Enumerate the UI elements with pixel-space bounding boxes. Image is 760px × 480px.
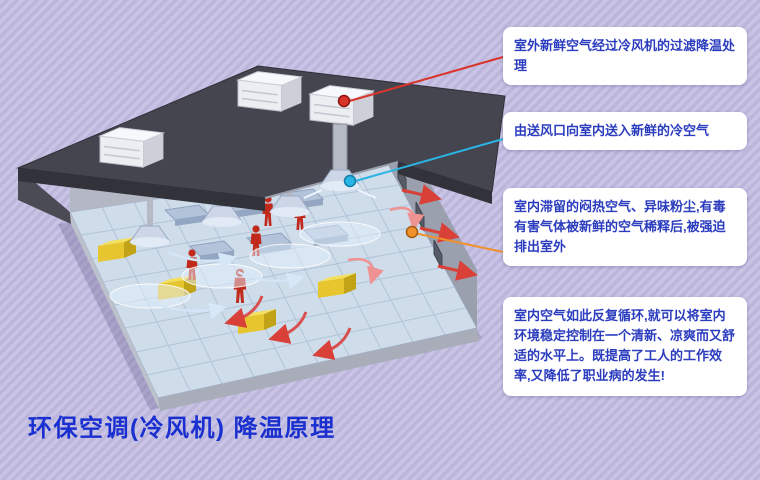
marker-dot-orange xyxy=(405,225,419,239)
ceiling-diffuser xyxy=(129,196,171,247)
leader-line-orange xyxy=(413,232,504,253)
floor-left-edge xyxy=(70,212,160,411)
callout-circulation: 室内空气如此反复循环,就可以将室内环境稳定控制在一个清新、凉爽而又舒适的水平上。… xyxy=(503,297,747,396)
callout-outdoor-intake: 室外新鲜空气经过冷风机的过滤降温处理 xyxy=(503,27,747,86)
ceiling-diffusers xyxy=(129,180,311,247)
leader-lines xyxy=(337,56,504,253)
callout-text: 由送风口向室内送入新鲜的冷空气 xyxy=(514,123,710,138)
callout-text: 室外新鲜空气经过冷风机的过滤降温处理 xyxy=(514,38,736,74)
rooftop-cooler-unit-2 xyxy=(236,71,304,112)
marker-dot-cyan xyxy=(343,174,357,188)
supply-airflow xyxy=(109,221,381,320)
callout-text: 室内滞留的闷热空气、异味粉尘,有毒有害气体被新鲜的空气稀释后,被强迫排出室外 xyxy=(514,199,726,255)
machine xyxy=(318,273,356,298)
callout-indoor-supply: 由送风口向室内送入新鲜的冷空气 xyxy=(503,112,747,151)
exhaust-airflow xyxy=(224,184,478,360)
page-title: 环保空调(冷风机) 降温原理 xyxy=(28,415,336,442)
machine xyxy=(98,237,136,262)
rooftop-cooler-unit-1 xyxy=(98,127,166,168)
floor-front-edge xyxy=(158,328,479,411)
callout-forced-exhaust: 室内滞留的闷热空气、异味粉尘,有毒有害气体被新鲜的空气稀释后,被强迫排出室外 xyxy=(503,188,747,267)
leader-line-cyan xyxy=(351,138,504,183)
marker-dot-red xyxy=(337,94,351,108)
callout-text: 室内空气如此反复循环,就可以将室内环境稳定控制在一个清新、凉爽而又舒适的水平上。… xyxy=(514,308,736,384)
exhaust-fan-3 xyxy=(433,239,443,270)
leader-line-red xyxy=(345,56,504,103)
